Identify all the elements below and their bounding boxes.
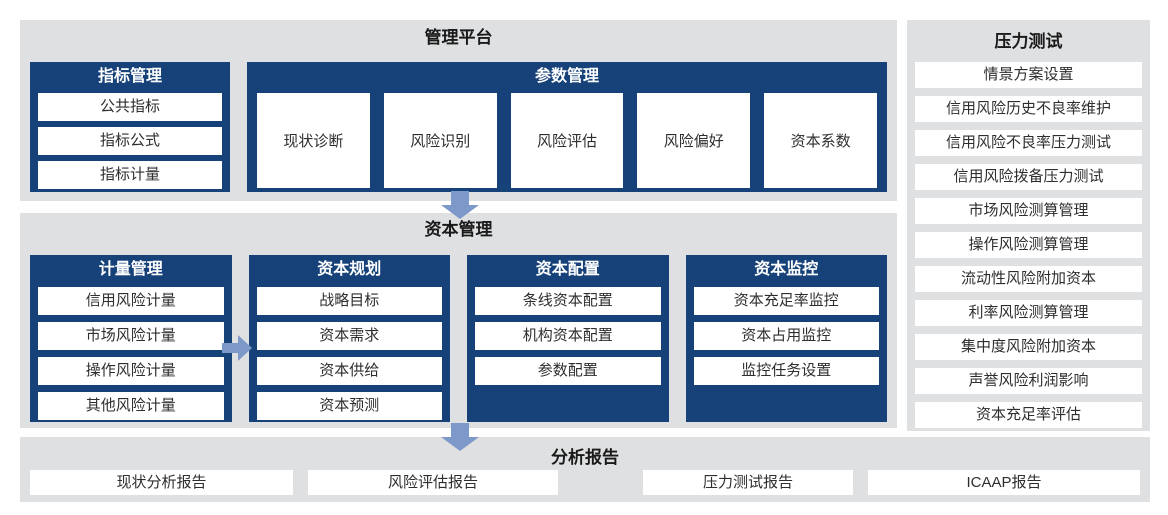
indicator-item-list: 公共指标 指标公式 指标计量 [30, 92, 230, 189]
capital-management-columns: 计量管理 信用风险计量 市场风险计量 操作风险计量 其他风险计量 资本规划 战略… [20, 255, 897, 422]
monitoring-item-list: 资本充足率监控 资本占用监控 监控任务设置 [686, 285, 888, 385]
capital-management-title: 资本管理 [424, 220, 493, 239]
planning-item: 资本预测 [256, 392, 442, 420]
parameter-item: 风险偏好 [637, 93, 751, 188]
allocation-item-list: 条线资本配置 机构资本配置 参数配置 [467, 285, 669, 385]
stress-test-item: 信用风险历史不良率维护 [915, 96, 1142, 122]
planning-item: 资本需求 [256, 322, 442, 350]
stress-test-item: 信用风险不良率压力测试 [915, 130, 1142, 156]
arrow-down-icon [441, 191, 479, 219]
measurement-item: 信用风险计量 [38, 287, 224, 315]
parameter-item: 资本系数 [764, 93, 877, 188]
indicator-management-header: 指标管理 [97, 68, 162, 85]
planning-item: 战略目标 [256, 287, 442, 315]
capital-management-section: 资本管理 计量管理 信用风险计量 市场风险计量 操作风险计量 其他风险计量 资本… [20, 213, 897, 428]
parameter-item-list: 现状诊断 风险识别 风险评估 风险偏好 资本系数 [247, 92, 887, 188]
management-platform-section: 管理平台 指标管理 公共指标 指标公式 指标计量 参数管理 现状诊断 风险识别 … [20, 20, 897, 201]
report-item: ICAAP报告 [868, 470, 1140, 495]
allocation-item: 机构资本配置 [475, 322, 661, 350]
indicator-management-group: 指标管理 公共指标 指标公式 指标计量 [30, 62, 230, 192]
arrow-down-icon [441, 423, 479, 451]
measurement-item-list: 信用风险计量 市场风险计量 操作风险计量 其他风险计量 [30, 285, 232, 420]
indicator-item: 指标计量 [38, 161, 222, 189]
stress-test-item-list: 情景方案设置 信用风险历史不良率维护 信用风险不良率压力测试 信用风险拨备压力测… [907, 61, 1150, 428]
monitoring-item: 监控任务设置 [693, 357, 879, 385]
management-platform-title: 管理平台 [424, 28, 493, 47]
stress-test-item: 利率风险测算管理 [915, 300, 1142, 326]
analysis-report-section: 分析报告 现状分析报告 风险评估报告 压力测试报告 ICAAP报告 [20, 437, 1150, 502]
capital-allocation-header: 资本配置 [535, 261, 600, 278]
report-item: 现状分析报告 [30, 470, 293, 495]
capital-monitoring-header: 资本监控 [754, 261, 819, 278]
allocation-item: 条线资本配置 [475, 287, 661, 315]
capital-planning-header: 资本规划 [317, 261, 382, 278]
parameter-item: 风险评估 [510, 93, 624, 188]
planning-item-list: 战略目标 资本需求 资本供给 资本预测 [249, 285, 451, 420]
indicator-item: 指标公式 [38, 127, 222, 155]
capital-planning-column: 资本规划 战略目标 资本需求 资本供给 资本预测 [248, 255, 451, 422]
monitoring-item: 资本充足率监控 [693, 287, 879, 315]
stress-test-item: 操作风险测算管理 [915, 232, 1142, 258]
management-platform-groups: 指标管理 公共指标 指标公式 指标计量 参数管理 现状诊断 风险识别 风险评估 … [20, 62, 897, 192]
measurement-management-column: 计量管理 信用风险计量 市场风险计量 操作风险计量 其他风险计量 [30, 255, 232, 422]
stress-testing-title: 压力测试 [994, 32, 1063, 51]
stress-test-item: 资本充足率评估 [915, 402, 1142, 428]
stress-test-item: 情景方案设置 [915, 62, 1142, 88]
parameter-item: 风险识别 [383, 93, 497, 188]
stress-test-item: 声誉风险利润影响 [915, 368, 1142, 394]
stress-test-item: 集中度风险附加资本 [915, 334, 1142, 360]
parameter-management-group: 参数管理 现状诊断 风险识别 风险评估 风险偏好 资本系数 [247, 62, 887, 192]
report-item: 压力测试报告 [643, 470, 853, 495]
report-item: 风险评估报告 [308, 470, 558, 495]
capital-allocation-column: 资本配置 条线资本配置 机构资本配置 参数配置 [467, 255, 669, 422]
monitoring-item: 资本占用监控 [693, 322, 879, 350]
measurement-item: 其他风险计量 [38, 392, 224, 420]
measurement-management-header: 计量管理 [98, 261, 163, 278]
stress-test-item: 流动性风险附加资本 [915, 266, 1142, 292]
planning-item: 资本供给 [256, 357, 442, 385]
analysis-report-title: 分析报告 [551, 448, 619, 467]
stress-test-item: 市场风险测算管理 [915, 198, 1142, 224]
capital-monitoring-column: 资本监控 资本充足率监控 资本占用监控 监控任务设置 [685, 255, 888, 422]
measurement-item: 市场风险计量 [38, 322, 224, 350]
stress-testing-panel: 压力测试 情景方案设置 信用风险历史不良率维护 信用风险不良率压力测试 信用风险… [907, 20, 1150, 431]
indicator-item: 公共指标 [38, 93, 222, 121]
allocation-item: 参数配置 [475, 357, 661, 385]
arrow-right-icon [222, 335, 252, 361]
stress-test-item: 信用风险拨备压力测试 [915, 164, 1142, 190]
measurement-item: 操作风险计量 [38, 357, 224, 385]
parameter-management-header: 参数管理 [534, 68, 599, 85]
parameter-item: 现状诊断 [257, 93, 370, 188]
